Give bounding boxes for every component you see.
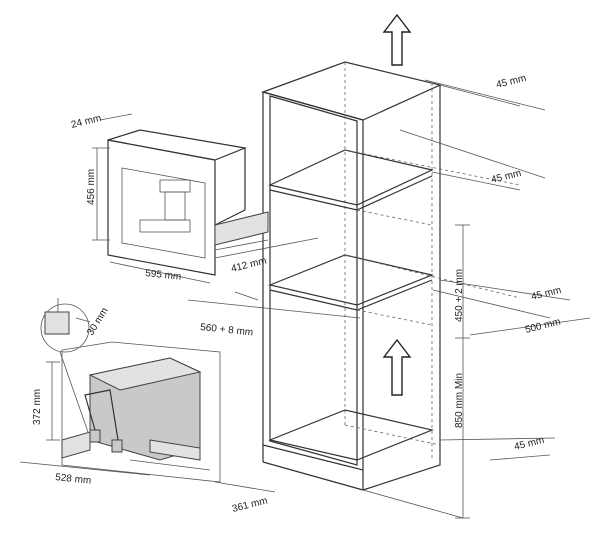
plug-icon — [89, 429, 101, 443]
cabinet-front — [262, 91, 364, 471]
dim-top-depth: 45 mm — [495, 73, 527, 91]
dim-shelf-depth-a: 45 mm — [530, 285, 562, 303]
plug-detail — [40, 298, 91, 433]
shelf-middle — [267, 254, 435, 306]
dim-shelf-depth-b: 500 mm — [524, 316, 562, 335]
frame-base — [214, 211, 269, 246]
dim-machine-width: 528 mm — [55, 472, 92, 487]
coffee-spout — [159, 179, 191, 193]
dim-niche-height: 450 + 2 mm — [454, 269, 465, 322]
dim-machine-depth: 361 mm — [231, 495, 269, 514]
dim-frame-height: 456 mm — [86, 169, 97, 205]
dim-mid-depth: 45 mm — [490, 168, 522, 186]
dim-machine-height: 372 mm — [32, 389, 43, 425]
dim-frame-depth: 412 mm — [230, 255, 268, 274]
up-arrow-icon — [382, 338, 412, 396]
dim-min-height: 850 mm Min — [454, 373, 465, 428]
socket-icon — [111, 439, 123, 453]
dim-bottom-depth: 45 mm — [513, 435, 545, 453]
cabinet-front-inner — [269, 95, 358, 466]
frame-front — [107, 139, 216, 276]
dimension-lines-right — [362, 79, 591, 519]
dimension-lines-machine — [19, 361, 276, 493]
dim-frame-width: 595 mm — [145, 268, 182, 283]
cabinet-right-edge — [362, 85, 441, 491]
shelf-bottom — [267, 409, 435, 461]
dim-frame-thickness: 24 mm — [70, 113, 102, 131]
dim-niche-width: 560 + 8 mm — [200, 322, 254, 338]
plug-detail-circle — [40, 303, 90, 353]
built-in-frame — [107, 129, 269, 276]
shelf-upper — [268, 149, 434, 206]
cabinet-top — [261, 61, 442, 121]
up-arrow-icon — [382, 13, 412, 66]
coffee-machine — [61, 341, 221, 483]
cabinet — [261, 61, 521, 491]
dimension-lines-frame — [92, 113, 361, 319]
